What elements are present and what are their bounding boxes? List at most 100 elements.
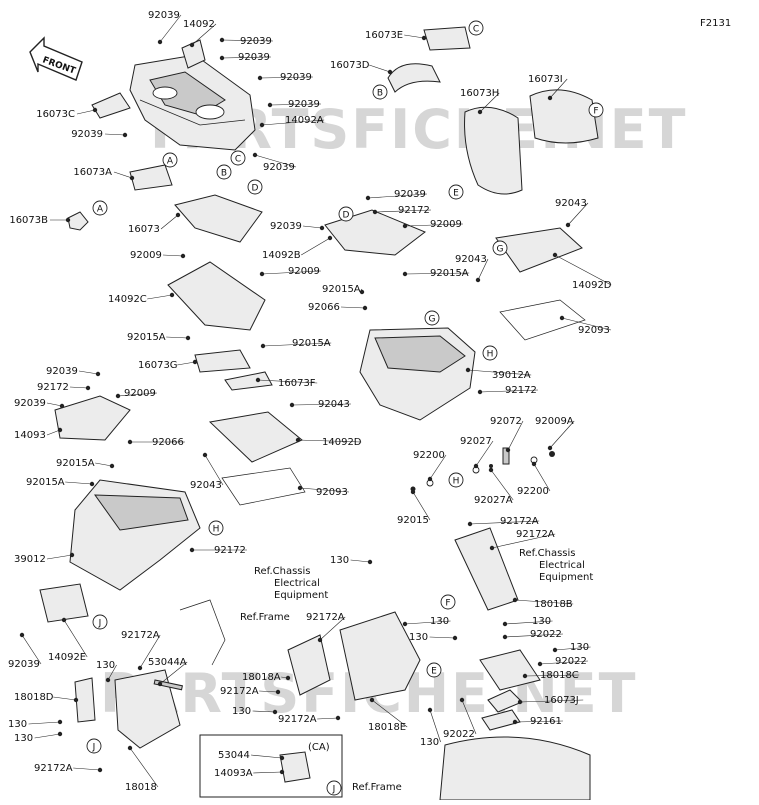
bolt-marker [522, 673, 528, 679]
bracket-14093 [54, 395, 131, 441]
part-number-label: 92039 [46, 366, 78, 377]
part-number-label: 92066 [308, 302, 340, 313]
leader-line [204, 454, 224, 486]
leader-line [28, 721, 61, 725]
bolt-marker [169, 292, 175, 298]
bolt-marker [402, 621, 408, 627]
callout-letter: D [343, 211, 350, 221]
part-number-label: 16073J [544, 695, 579, 706]
part-number-label: 92015A [292, 338, 331, 349]
part-number-label: 92039 [8, 659, 40, 670]
callout-letter: C [473, 25, 479, 35]
pad-16073d [387, 63, 441, 93]
part-number-label: 130 [570, 642, 589, 653]
callout-marker: H [208, 520, 224, 536]
leader-line [261, 119, 325, 126]
part-labels: 92039140929203992039920399203914092A1607… [8, 10, 612, 793]
leader-line [53, 696, 77, 701]
part-number-label: 92172A [516, 529, 555, 540]
part-number-label: 92039 [270, 221, 302, 232]
part-number-label: 92161 [530, 716, 562, 727]
bolt-marker [552, 252, 558, 258]
bolt-marker [137, 665, 143, 671]
box-39012a-opening [374, 335, 466, 373]
leader-line [404, 34, 425, 39]
bolt-marker [427, 707, 433, 713]
leader-line [475, 440, 494, 467]
part-number-label: 92022 [530, 629, 562, 640]
bolt-marker [157, 39, 163, 45]
leader-line [291, 403, 352, 406]
leader-line [367, 193, 428, 199]
part-number-label: 14092D [322, 437, 362, 448]
callout-marker: J [326, 780, 342, 796]
diagram-id-code: F2131 [700, 18, 731, 29]
leader-line [561, 317, 612, 331]
part-number-label: 92066 [152, 437, 184, 448]
bolt-marker [257, 75, 263, 81]
callout-letter: E [431, 667, 437, 677]
lid-14092d-right [495, 227, 583, 273]
leader-line [467, 369, 532, 376]
plate-14092e [39, 583, 89, 623]
leader-line [63, 619, 88, 658]
pad-16073a [129, 164, 173, 191]
leader-line [117, 392, 158, 397]
leader-line [504, 633, 564, 638]
callout-letter: G [429, 315, 436, 325]
leader-line [259, 76, 314, 79]
leader-line [78, 370, 99, 375]
bolt-marker [65, 217, 71, 223]
leader-line [253, 771, 283, 774]
leader-line [46, 429, 61, 436]
bolt-marker [69, 552, 75, 558]
mat-16073 [174, 194, 263, 243]
bolt-marker [73, 697, 79, 703]
part-number-label: 14093 [14, 430, 46, 441]
callout-letter: B [377, 89, 383, 99]
leader-line [73, 767, 101, 771]
leader-lines [21, 14, 612, 788]
leader-line [469, 520, 540, 525]
part-number-label: 92015A [322, 284, 361, 295]
part-number-label: 39012A [492, 370, 531, 381]
leader-line [533, 463, 551, 492]
leader-line [319, 616, 346, 641]
callout-marker: A [92, 200, 108, 216]
leader-line [262, 342, 332, 347]
bolt-marker [502, 621, 508, 627]
bolt-marker [552, 647, 558, 653]
bolt-marker [477, 389, 483, 395]
leader-line [479, 92, 500, 113]
part-number-label: 14092A [285, 115, 324, 126]
callout-marker: A [162, 152, 178, 168]
leader-line [254, 154, 297, 168]
bolt-marker [275, 689, 281, 695]
bolt-marker [57, 427, 63, 433]
cover-18018e [339, 611, 421, 701]
part-number-label: 92015A [430, 268, 469, 279]
leader-line [404, 620, 451, 625]
callout-marker: G [492, 240, 508, 256]
seal-92093-center [221, 467, 306, 506]
bolt-marker [565, 222, 571, 228]
callout-marker: F [440, 594, 456, 610]
part-number-label: 16073A [73, 167, 112, 178]
leader-line [549, 420, 575, 449]
bolt-marker [327, 235, 333, 241]
part-number-label: 92043 [555, 198, 587, 209]
bolt-marker [279, 769, 285, 775]
bolt-marker [547, 95, 553, 101]
part-number-label: 130 [420, 737, 439, 748]
leader-line [259, 690, 279, 693]
bolt-marker [57, 719, 63, 725]
part-number-label: 16073I [528, 74, 563, 85]
part-number-label: 14092D [572, 280, 612, 291]
leader-line [374, 209, 432, 213]
part-number-label: 14092 [183, 19, 215, 30]
leader-line [429, 454, 447, 480]
bolt-marker [387, 69, 393, 75]
leader-line [147, 294, 173, 300]
